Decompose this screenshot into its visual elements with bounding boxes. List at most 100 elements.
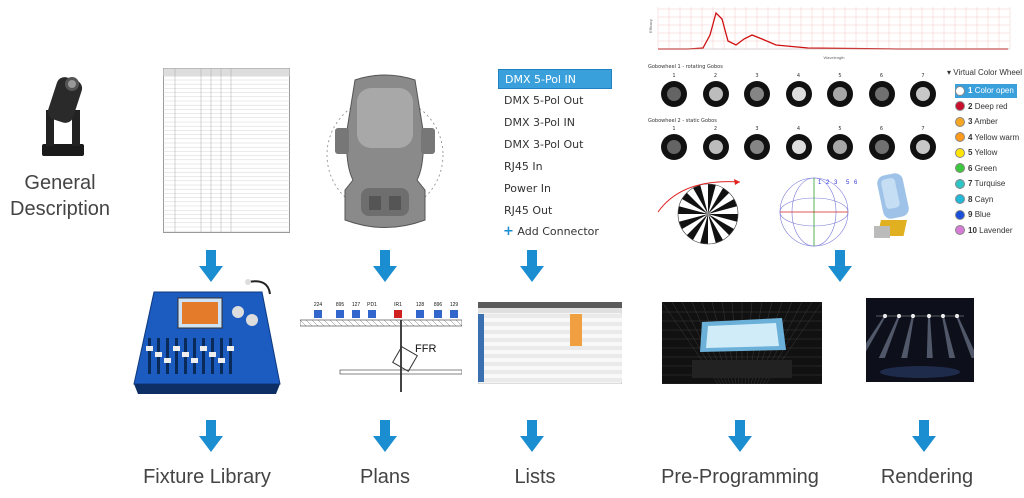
fader-knob[interactable] — [164, 358, 171, 363]
general-description-title: General Description — [10, 170, 110, 222]
gobo[interactable] — [661, 81, 687, 107]
plan-fixture[interactable] — [416, 310, 424, 318]
connector-item[interactable]: DMX 3-Pol Out — [504, 138, 584, 151]
color-wheel-item[interactable]: 5 Yellow — [955, 146, 997, 160]
gobo[interactable] — [702, 134, 729, 160]
list-row-marker — [478, 342, 484, 346]
color-wheel-item[interactable]: 1 Color open — [955, 84, 1017, 98]
plan-fixture[interactable] — [434, 310, 442, 318]
fader-knob[interactable] — [191, 358, 198, 363]
color-wheel-item-label: Yellow — [974, 148, 998, 157]
connector-item[interactable]: RJ45 In — [504, 160, 543, 173]
color-swatch — [955, 147, 965, 158]
color-wheel-item[interactable]: 4 Yellow warm — [955, 131, 1019, 145]
color-wheel-item[interactable]: 8 Cayn — [955, 193, 993, 207]
list-row[interactable] — [478, 318, 622, 322]
color-wheel-title-text: Virtual Color Wheel — [953, 68, 1023, 77]
color-wheel-item[interactable]: 7 Turquise — [955, 177, 1005, 191]
color-wheel-item[interactable]: 2 Deep red — [955, 100, 1008, 114]
gobo[interactable] — [868, 134, 895, 160]
fader-knob[interactable] — [146, 346, 153, 351]
list-row[interactable] — [478, 366, 622, 370]
plan-fixture[interactable] — [314, 310, 322, 318]
list-row[interactable] — [478, 322, 622, 326]
gobo-number: 1 — [672, 73, 676, 79]
gobo[interactable] — [910, 134, 936, 160]
fader-knob[interactable] — [155, 352, 162, 357]
gobo[interactable] — [744, 134, 770, 160]
plan-fixture[interactable] — [394, 310, 402, 318]
list-row[interactable] — [478, 326, 622, 330]
plan-fixture-number: 128 — [416, 302, 425, 308]
plan-fixture[interactable] — [368, 310, 376, 318]
star-ray — [708, 214, 738, 222]
color-swatch — [955, 209, 965, 220]
add-connector-button[interactable]: + Add Connector — [503, 224, 599, 239]
pre-programming-3d-view — [662, 302, 822, 384]
list-highlight-cell — [570, 322, 582, 326]
connector-item[interactable]: DMX 5-Pol IN — [498, 69, 612, 89]
gobo-number: 6 — [879, 126, 884, 132]
color-swatch — [955, 101, 965, 112]
gobo[interactable] — [785, 134, 812, 160]
star-ray — [708, 184, 716, 214]
gobo-pattern — [750, 87, 764, 101]
fader-track — [202, 338, 205, 374]
list-row[interactable] — [478, 350, 622, 354]
fader-knob[interactable] — [200, 346, 207, 351]
gobo-number: 5 — [838, 126, 842, 132]
color-wheel-item-label: Cayn — [974, 194, 994, 204]
connector-item[interactable]: Power In — [504, 182, 551, 195]
gobo[interactable] — [661, 134, 687, 160]
connector-item[interactable]: RJ45 Out — [504, 204, 553, 217]
color-wheel-item[interactable]: 6 Green — [955, 162, 997, 176]
plan-fixture[interactable] — [352, 310, 360, 318]
gobowheel1-label: Gobowheel 1 - rotating Gobos — [648, 64, 723, 70]
gobo[interactable] — [702, 81, 729, 107]
gobo-pattern — [833, 140, 847, 154]
list-row[interactable] — [478, 362, 622, 366]
list-row[interactable] — [478, 370, 622, 374]
list-row[interactable] — [478, 342, 622, 346]
gobo-pattern — [791, 87, 806, 101]
color-wheel-item-label: Blue — [974, 210, 991, 219]
color-wheel-item[interactable]: 3 Amber — [955, 115, 998, 129]
list-row[interactable] — [478, 330, 622, 334]
list-row[interactable] — [478, 378, 622, 382]
connector-item[interactable]: DMX 5-Pol Out — [504, 94, 584, 107]
list-highlight-cell — [570, 330, 582, 334]
plan-fixture[interactable] — [336, 310, 344, 318]
gobo[interactable] — [744, 81, 770, 107]
fader-track — [220, 338, 223, 374]
list-row[interactable] — [478, 338, 622, 342]
down-arrow-icon — [520, 250, 544, 282]
fader-knob[interactable] — [218, 358, 225, 363]
list-row[interactable] — [478, 346, 622, 350]
list-row[interactable] — [478, 334, 622, 338]
list-row[interactable] — [478, 354, 622, 358]
list-row[interactable] — [478, 358, 622, 362]
gobo[interactable] — [910, 81, 936, 107]
gobo[interactable] — [827, 134, 853, 160]
color-wheel-item[interactable]: 10 Lavender — [955, 224, 1013, 238]
list-highlight-cell — [570, 314, 582, 318]
fader-track — [175, 338, 178, 374]
moving-head-fixture-image — [42, 77, 84, 156]
fader-knob[interactable] — [173, 346, 180, 351]
gobo[interactable] — [785, 81, 812, 107]
fader-knob[interactable] — [227, 346, 234, 351]
color-wheel-title: ▾ Virtual Color Wheel — [947, 68, 1022, 77]
plan-fixture[interactable] — [450, 310, 458, 318]
gobo[interactable] — [868, 81, 895, 107]
color-wheel-item[interactable]: 9 Blue — [955, 208, 991, 222]
gobo[interactable] — [827, 81, 853, 107]
connector-item[interactable]: DMX 3-Pol IN — [504, 116, 575, 129]
list-row[interactable] — [478, 314, 622, 318]
list-highlight-cell — [570, 342, 582, 346]
fader-knob[interactable] — [182, 352, 189, 357]
spectrum-ylabel: Efficacy — [648, 19, 653, 33]
list-row[interactable] — [478, 374, 622, 378]
fader-knob[interactable] — [209, 352, 216, 357]
light-beam — [956, 316, 974, 358]
color-wheel-item-number: 5 — [968, 148, 973, 157]
